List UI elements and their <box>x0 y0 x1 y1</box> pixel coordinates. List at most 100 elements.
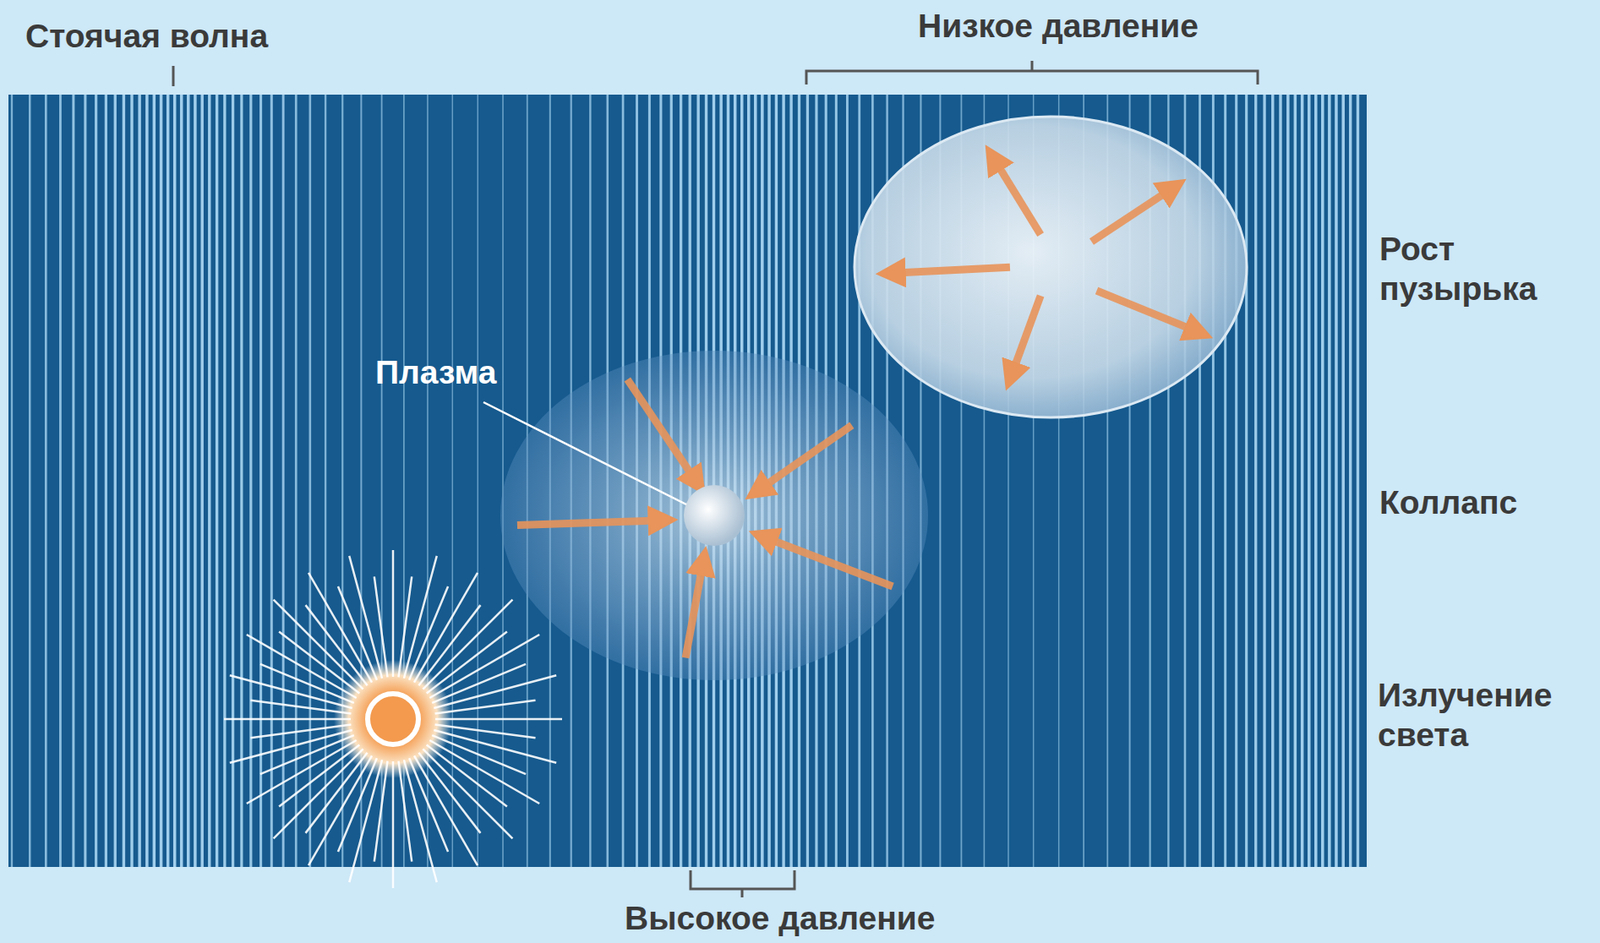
collapsing-bubble <box>500 350 929 681</box>
wave-stripe <box>341 94 344 868</box>
light-ray <box>435 725 536 739</box>
light-ray <box>433 675 557 709</box>
wave-stripe <box>180 94 184 868</box>
leader-line <box>483 402 687 505</box>
wave-stripe <box>1321 94 1325 868</box>
motion-arrow <box>1010 295 1041 380</box>
wave-stripe <box>1234 94 1238 868</box>
wave-stripe <box>173 94 177 868</box>
wave-stripe <box>1307 94 1311 868</box>
light-rays <box>223 550 563 889</box>
wave-stripe <box>186 94 191 868</box>
wave-stripe <box>215 94 219 868</box>
standing-wave-stripes <box>11 94 1358 868</box>
wave-stripe <box>249 94 252 868</box>
wave-stripe <box>502 94 504 868</box>
water-field <box>8 94 1367 868</box>
wave-stripe <box>240 94 243 868</box>
wave-stripe <box>259 94 263 868</box>
wave-stripe <box>1278 94 1282 868</box>
wave-stripe <box>122 94 126 868</box>
wave-stripe <box>137 94 141 868</box>
wave-stripe <box>1294 94 1298 868</box>
light-ray <box>349 759 383 883</box>
wave-stripe <box>201 94 204 868</box>
light-ray <box>418 753 481 834</box>
stage-label: Рост пузырька <box>1379 229 1595 310</box>
light-ray <box>250 700 351 715</box>
wave-stripe <box>452 94 454 868</box>
light-ray <box>305 605 368 686</box>
wave-stripe <box>1314 94 1318 868</box>
wave-stripe <box>59 94 62 868</box>
wave-stripe <box>309 94 312 868</box>
callout-label: Плазма <box>375 353 497 394</box>
light-ray <box>229 730 353 764</box>
tick-line <box>172 65 175 87</box>
axis-label: Стоячая волна <box>25 16 268 57</box>
stage-label: Излучение света <box>1377 676 1596 756</box>
wave-stripe <box>231 94 235 868</box>
light-ray <box>433 730 557 764</box>
wave-stripe <box>1334 94 1338 868</box>
wave-stripe <box>324 94 327 868</box>
light-ray <box>426 632 508 694</box>
growing-bubble <box>854 116 1247 418</box>
light-ray <box>374 761 388 863</box>
wave-stripe <box>145 94 149 868</box>
motion-arrow <box>991 154 1041 235</box>
wave-stripe <box>114 94 117 868</box>
wave-stripe <box>152 94 157 868</box>
wave-stripe <box>1300 94 1305 868</box>
light-ray <box>374 576 388 678</box>
wave-stripe <box>1348 94 1352 868</box>
wave-stripe <box>1286 94 1290 868</box>
wave-stripe <box>28 94 32 868</box>
motion-arrow <box>759 535 893 587</box>
light-ray <box>398 761 413 863</box>
bracket <box>690 870 795 898</box>
wave-stripe <box>477 94 480 868</box>
wave-stripe <box>1356 94 1360 868</box>
plasma-core <box>683 485 745 547</box>
wave-stripe <box>1262 94 1266 868</box>
stage-label: Коллапс <box>1379 483 1518 524</box>
wave-stripe <box>1327 94 1332 868</box>
motion-arrow <box>754 425 852 493</box>
wave-stripe <box>1341 94 1345 868</box>
wave-stripe <box>71 94 75 868</box>
wave-stripe <box>130 94 133 868</box>
bracket <box>806 60 1258 85</box>
region-label: Высокое давление <box>624 899 935 940</box>
light-ray <box>404 556 437 679</box>
region-label: Низкое давление <box>917 6 1199 47</box>
wave-stripe <box>282 94 285 868</box>
wave-stripe <box>193 94 197 868</box>
light-ray <box>349 556 383 679</box>
wave-stripe <box>104 94 108 868</box>
wave-stripe <box>44 94 48 868</box>
light-ray <box>398 576 413 678</box>
motion-arrow <box>627 379 699 487</box>
light-ray <box>435 700 536 715</box>
light-ray <box>250 725 351 739</box>
motion-arrow <box>517 520 667 526</box>
motion-arrow <box>887 267 1011 274</box>
arrows <box>517 154 1202 658</box>
light-ray <box>223 718 351 721</box>
wave-stripe <box>94 94 98 868</box>
motion-arrow <box>1097 290 1202 334</box>
wave-stripe <box>10 94 13 868</box>
wave-stripe <box>1271 94 1274 868</box>
motion-arrow <box>1091 185 1176 242</box>
light-ray <box>392 761 395 889</box>
light-ray <box>229 675 353 709</box>
wave-stripe <box>166 94 170 868</box>
wave-stripe <box>207 94 211 868</box>
motion-arrow <box>685 557 705 658</box>
light-ray <box>392 550 395 678</box>
wave-stripe <box>294 94 298 868</box>
wave-stripe <box>1245 94 1248 868</box>
light-ray <box>404 759 437 883</box>
